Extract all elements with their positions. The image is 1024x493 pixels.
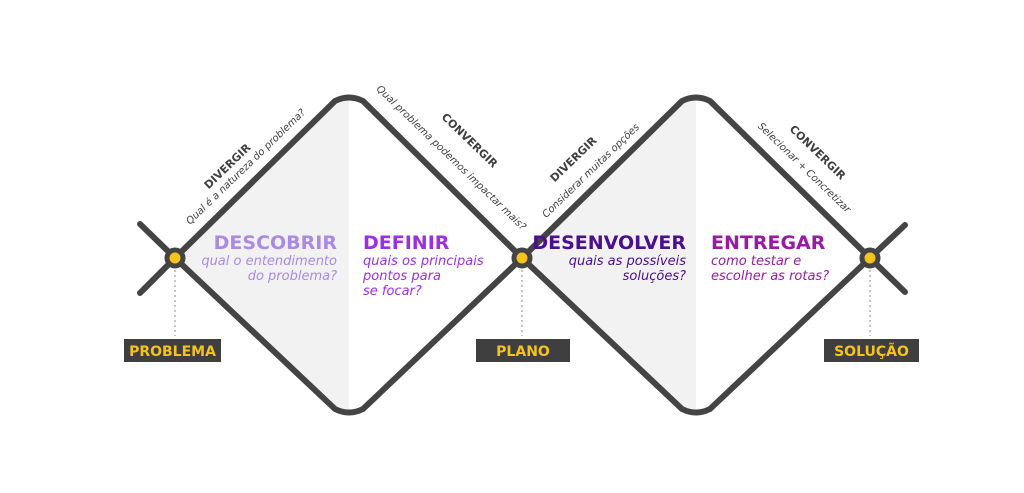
phase-definir: DEFINIR quais os principais pontos para … [362,232,484,299]
stage-label-plano: PLANO [476,339,570,362]
phase-entregar-desc-1: como testar e [711,254,801,269]
phase-definir-title: DEFINIR [363,232,450,254]
stage-problema-text: PROBLEMA [129,344,216,360]
phase-desenvolver-title: DESENVOLVER [532,232,686,254]
phase-descobrir-desc-2: do problema? [248,269,337,284]
phase-definir-desc-1: quais os principais [363,254,484,269]
phase-descobrir-title: DESCOBRIR [214,232,338,254]
stage-label-solucao: SOLUÇÃO [824,339,919,362]
phase-definir-desc-3: se focar? [363,284,422,299]
stage-label-problema: PROBLEMA [124,339,221,362]
phase-entregar-desc-2: escolher as rotas? [711,269,829,284]
node-solucao [859,247,881,269]
phase-desenvolver-desc-1: quais as possíveis [569,254,687,269]
phase-entregar-title: ENTREGAR [711,232,826,254]
node-plano [511,247,533,269]
stage-plano-text: PLANO [496,344,550,360]
phase-definir-desc-2: pontos para [362,269,441,284]
slope-convergir-1-desc: Qual problema podemos impactar mais? [374,84,528,234]
node-problema [164,247,186,269]
stage-solucao-text: SOLUÇÃO [834,343,909,360]
phase-desenvolver-desc-2: soluções? [623,269,686,284]
phase-desenvolver: DESENVOLVER quais as possíveis soluções? [532,232,686,284]
phase-entregar: ENTREGAR como testar e escolher as rotas… [711,232,829,284]
phase-descobrir: DESCOBRIR qual o entendimento do problem… [201,232,337,284]
phase-descobrir-desc-1: qual o entendimento [201,254,337,269]
slope-convergir-1-text: Qual problema podemos impactar mais? [374,84,528,234]
